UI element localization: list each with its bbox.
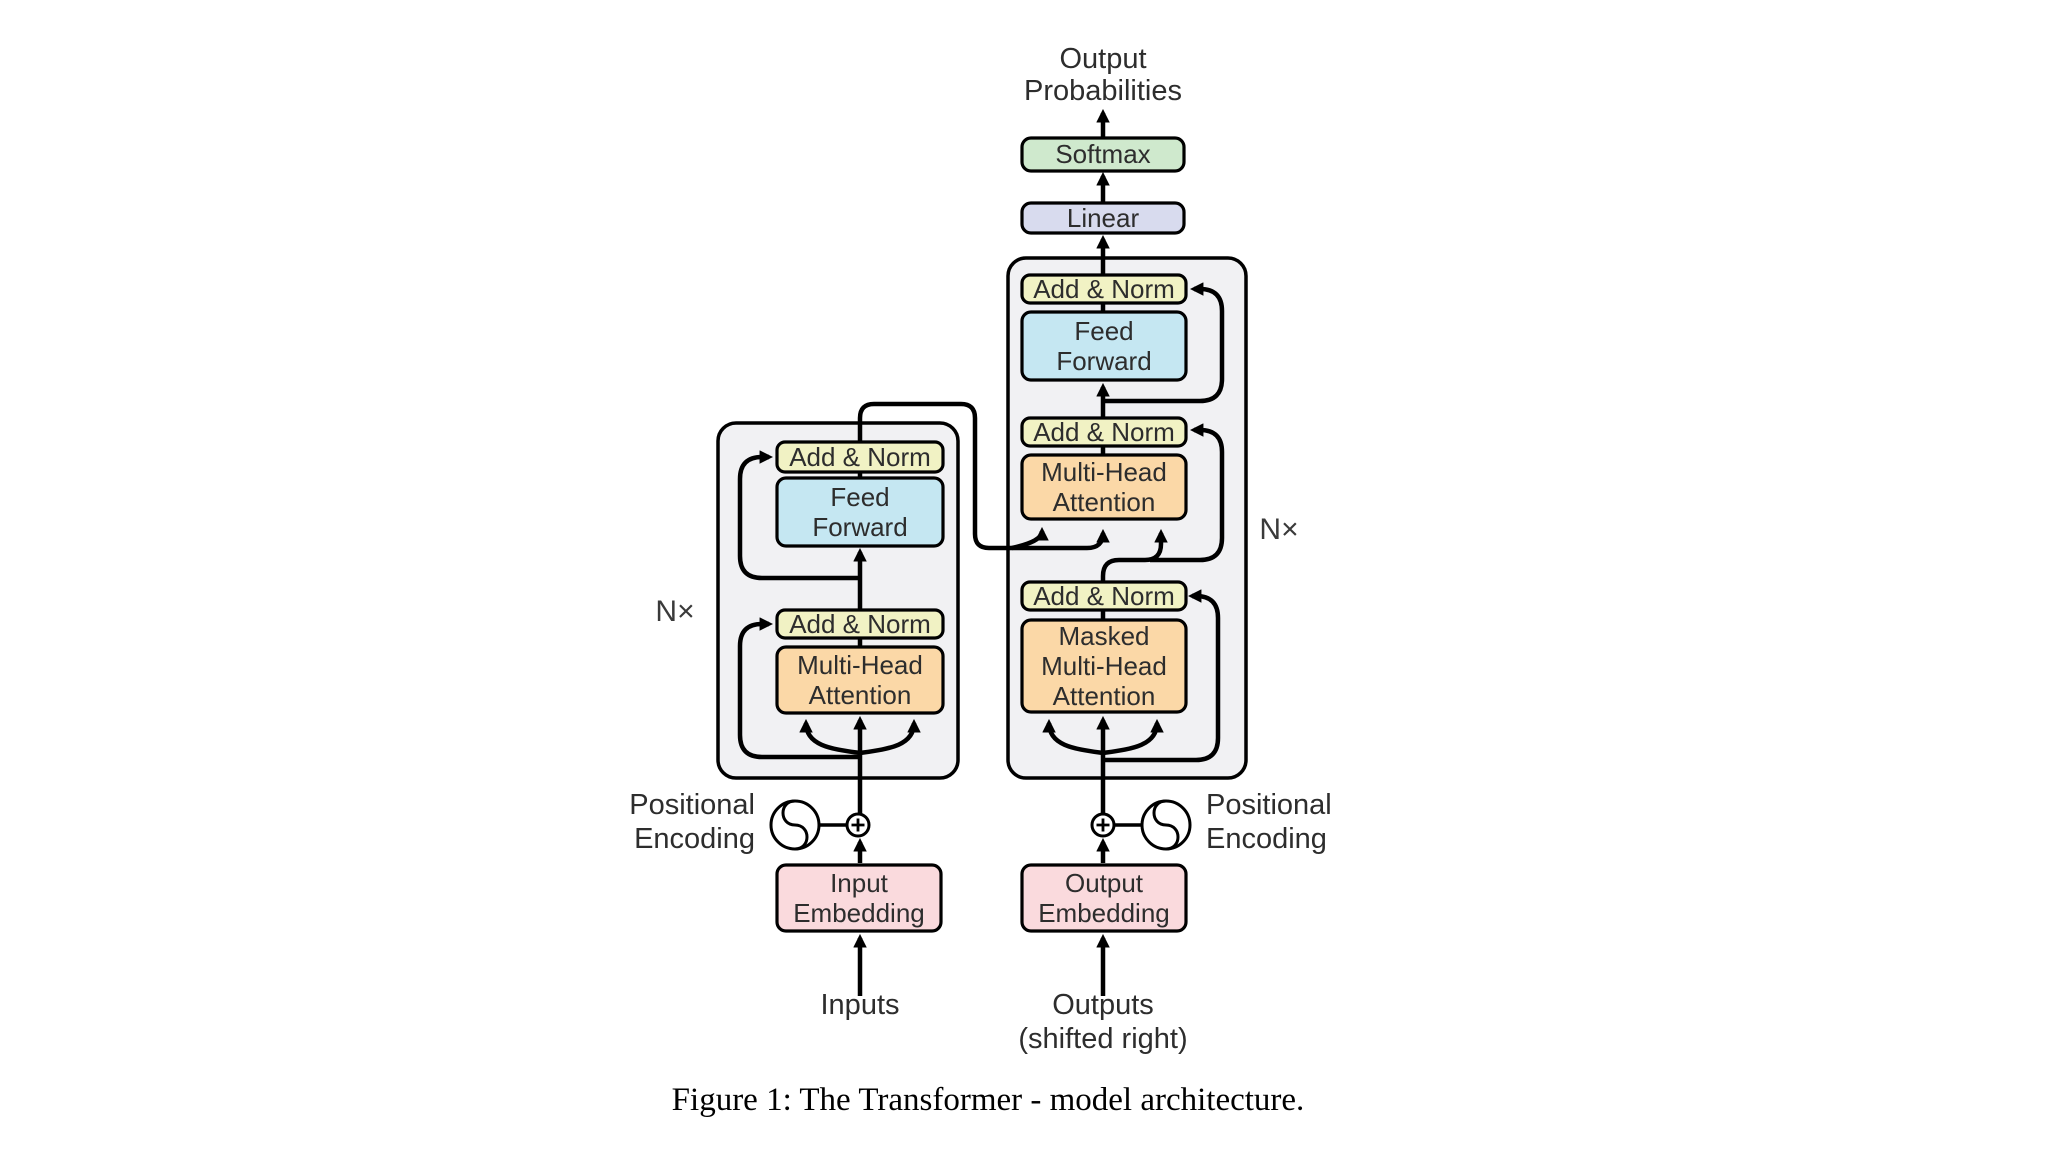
masked-mha-right-fork-arrow [1102, 718, 1164, 756]
output-embedding-label-line2: Embedding [1038, 898, 1170, 928]
sine-wave-icon-right [1152, 799, 1180, 851]
encoder-multi-head-attention-label-line2: Attention [809, 680, 912, 710]
encoder-add-norm-bottom-label: Add & Norm [789, 609, 931, 639]
softmax-box [1020, 136, 1186, 173]
output-embedding-label-line1: Output [1065, 868, 1144, 898]
softmax-label: Softmax [1055, 139, 1150, 169]
plus-icon-right [1096, 818, 1110, 832]
figure-caption: Figure 1: The Transformer - model archit… [672, 1082, 1305, 1118]
encoder-output-to-decoder-arrow [857, 401, 1110, 551]
decoder-add-norm-bottom-box [1020, 580, 1188, 612]
decoder-residual-masked-arrow [1103, 589, 1221, 763]
outputs-shifted-right-label: (shifted right) [1018, 1023, 1187, 1055]
input-embedding-label-line2: Embedding [793, 898, 925, 928]
encoder-feed-forward-box [775, 476, 945, 548]
masked-multi-head-attention-box [1020, 618, 1188, 714]
decoder-feed-forward-box [1020, 310, 1188, 382]
masked-mha-left-fork-arrow [1042, 718, 1104, 756]
decoder-add-norm-bottom-label: Add & Norm [1033, 581, 1175, 611]
decoder-query-arrow [1100, 528, 1168, 582]
encoder-residual-mha-arrow [737, 617, 860, 760]
linear-box [1020, 201, 1186, 235]
encoder-stack-box [716, 421, 960, 780]
positional-encoding-right-label-line2: Encoding [1206, 823, 1327, 855]
inputs-label: Inputs [821, 989, 900, 1021]
decoder-residual-ff-arrow [1103, 282, 1225, 404]
positional-encoding-left-label-line1: Positional [629, 789, 755, 821]
input-embedding-label-line1: Input [830, 868, 889, 898]
output-embedding-box [1020, 863, 1188, 933]
encoder-mha-left-fork-arrow [799, 718, 861, 756]
encoder-residual-ff-arrow [737, 450, 860, 581]
decoder-add-norm-mid-label: Add & Norm [1033, 417, 1175, 447]
flow-arrows [737, 108, 1225, 996]
decoder-add-norm-top-label: Add & Norm [1033, 274, 1175, 304]
outputs-label: Outputs [1052, 989, 1154, 1021]
encoder-n-stack-label: N× [655, 595, 694, 628]
output-probabilities-line2: Probabilities [1024, 75, 1182, 107]
positional-encoding-symbol-left [769, 799, 871, 851]
decoder-multi-head-attention-label-line1: Multi-Head [1041, 457, 1167, 487]
decoder-multi-head-attention-label-line2: Attention [1053, 487, 1156, 517]
decoder-residual-cross-arrow [1150, 423, 1225, 563]
masked-multi-head-attention-label-line3: Attention [1053, 681, 1156, 711]
plus-icon-left [851, 818, 865, 832]
positional-encoding-right-label-line1: Positional [1206, 789, 1332, 821]
sine-wave-icon-left [781, 799, 809, 851]
decoder-n-stack-label: N× [1259, 513, 1298, 546]
encoder-add-norm-top-box [775, 440, 945, 474]
masked-multi-head-attention-label-line1: Masked [1058, 621, 1149, 651]
encoder-add-norm-top-label: Add & Norm [789, 442, 931, 472]
encoder-feed-forward-label-line2: Forward [812, 512, 907, 542]
masked-multi-head-attention-label-line2: Multi-Head [1041, 651, 1167, 681]
encoder-multi-head-attention-box [775, 645, 945, 715]
output-probabilities-line1: Output [1059, 43, 1146, 75]
decoder-multi-head-attention-box [1020, 453, 1188, 521]
positional-encoding-symbol-right [1090, 799, 1192, 851]
decoder-feed-forward-label-line1: Feed [1074, 316, 1133, 346]
decoder-add-norm-top-box [1020, 273, 1188, 305]
decoder-feed-forward-label-line2: Forward [1056, 346, 1151, 376]
encoder-feed-forward-label-line1: Feed [830, 482, 889, 512]
input-embedding-box [775, 863, 943, 933]
encoder-output-branch-arrow [1011, 526, 1049, 551]
decoder-add-norm-mid-box [1020, 416, 1188, 448]
positional-encoding-left-label-line2: Encoding [634, 823, 755, 855]
linear-label: Linear [1067, 203, 1140, 233]
encoder-mha-right-fork-arrow [859, 718, 921, 756]
encoder-multi-head-attention-label-line1: Multi-Head [797, 650, 923, 680]
encoder-add-norm-bottom-box [775, 608, 945, 640]
